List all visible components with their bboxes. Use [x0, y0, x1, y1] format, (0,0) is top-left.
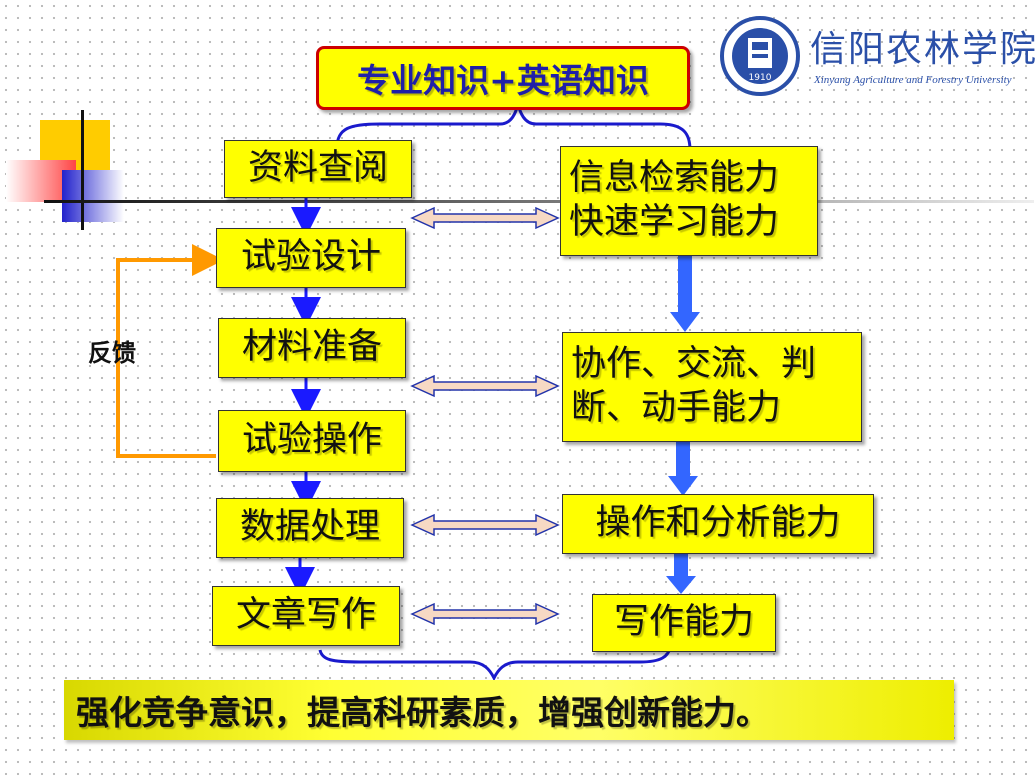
step-box-literature-review: 资料查阅: [224, 140, 412, 198]
conclusion-banner: 强化竞争意识，提高科研素质，增强创新能力。: [64, 680, 954, 740]
decor-vertical-line: [81, 110, 84, 230]
logo-name-cn: 信阳农林学院: [810, 29, 1035, 70]
step-box-article-writing: 文章写作: [212, 586, 400, 646]
step-label: 材料准备: [241, 327, 382, 368]
arrow-down-ability1: [670, 256, 700, 332]
double-arrow-2: [410, 374, 560, 398]
ability-line: 操作和分析能力: [595, 503, 841, 544]
ability-line: 信息检索能力: [569, 158, 780, 199]
bottom-brace: [318, 647, 672, 682]
title-banner: 专业知识+英语知识: [316, 46, 690, 110]
university-logo: 1910 信阳农林学院 Xinyang Agriculture and Fore…: [718, 14, 1035, 96]
decor-blue-square: [62, 170, 124, 222]
step-box-experiment-operation: 试验操作: [218, 410, 406, 472]
step-label: 资料查阅: [247, 148, 388, 189]
title-text: 专业知识+英语知识: [357, 61, 649, 100]
step-box-experiment-design: 试验设计: [216, 228, 406, 288]
ability-box-retrieval-learning: 信息检索能力 快速学习能力: [560, 146, 818, 256]
ability-line: 协作、交流、判: [571, 344, 817, 385]
double-arrow-4: [410, 602, 560, 626]
ability-box-writing: 写作能力: [592, 594, 776, 652]
decor-horizontal-line: [44, 200, 1034, 203]
step-label: 文章写作: [235, 595, 376, 636]
feedback-label: 反馈: [88, 339, 136, 367]
ability-box-cooperation: 协作、交流、判 断、动手能力: [562, 332, 862, 442]
ability-box-operation-analysis: 操作和分析能力: [562, 494, 874, 554]
step-box-material-prep: 材料准备: [218, 318, 406, 378]
ability-line: 写作能力: [613, 602, 754, 643]
step-label: 试验设计: [240, 237, 381, 278]
feedback-loop-line: [116, 244, 224, 458]
logo-name-en: Xinyang Agriculture and Forestry Univers…: [814, 74, 1012, 86]
logo-emblem-icon: 1910: [720, 16, 800, 96]
step-label: 数据处理: [239, 507, 380, 548]
step-label: 试验操作: [241, 420, 382, 461]
ability-line: 快速学习能力: [569, 202, 780, 242]
step-box-data-processing: 数据处理: [216, 498, 404, 558]
arrow-down-ability2: [668, 442, 698, 496]
conclusion-text: 强化竞争意识，提高科研素质，增强创新能力。: [76, 693, 769, 732]
ability-line: 断、动手能力: [571, 388, 782, 428]
double-arrow-1: [410, 206, 560, 230]
logo-year: 1910: [749, 73, 772, 83]
double-arrow-3: [410, 513, 560, 537]
arrow-down-ability3: [666, 554, 696, 594]
